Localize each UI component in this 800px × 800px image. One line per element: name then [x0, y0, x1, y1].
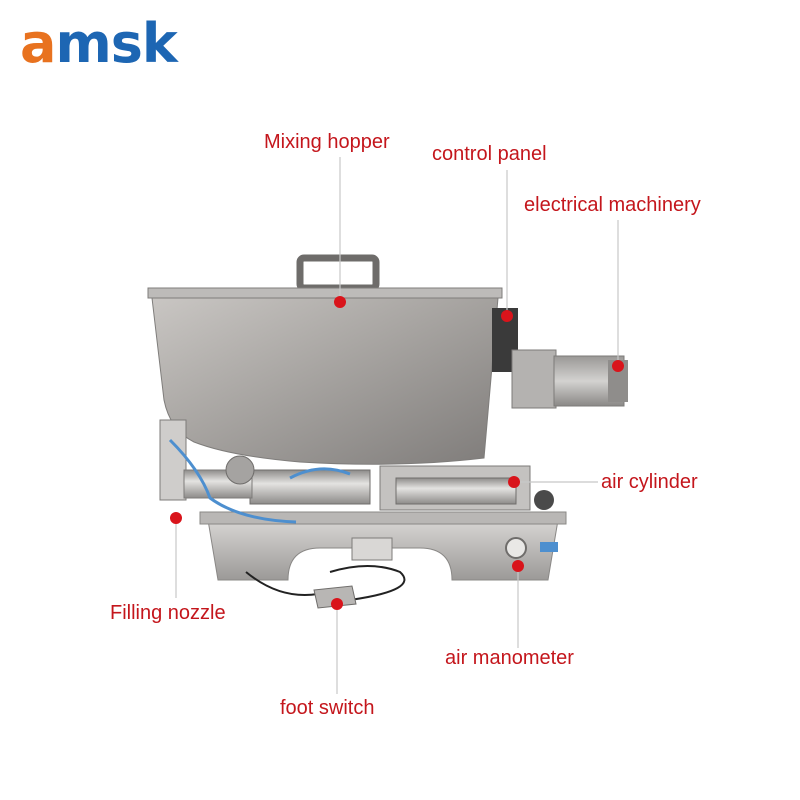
foot-switch-body	[245, 565, 406, 609]
electrical-machinery-body	[492, 308, 628, 409]
label-electrical-machinery: electrical machinery	[524, 194, 701, 216]
leader-lines	[175, 157, 619, 694]
label-control-panel: control panel	[432, 143, 547, 165]
air-cylinder-body	[249, 465, 554, 511]
marker-mixing-hopper	[334, 296, 346, 308]
label-air-manometer: air manometer	[445, 647, 574, 669]
logo-letters-msk: msk	[55, 12, 177, 75]
amsk-logo: amsk	[20, 8, 178, 80]
label-mixing-hopper: Mixing hopper	[264, 131, 390, 153]
label-air-cylinder: air cylinder	[601, 471, 698, 493]
marker-air-cylinder	[508, 476, 520, 488]
marker-foot-switch	[331, 598, 343, 610]
marker-filling-nozzle	[170, 512, 182, 524]
marker-air-manometer	[512, 560, 524, 572]
mixing-hopper-body	[147, 254, 503, 465]
label-filling-nozzle: Filling nozzle	[110, 602, 226, 624]
logo-letter-a: a	[20, 12, 56, 75]
filling-nozzle-body	[159, 419, 297, 524]
label-foot-switch: foot switch	[280, 697, 375, 719]
marker-electrical-machinery	[612, 360, 624, 372]
callout-markers	[170, 296, 624, 610]
air-manometer-body	[505, 537, 558, 559]
marker-control-panel	[501, 310, 513, 322]
